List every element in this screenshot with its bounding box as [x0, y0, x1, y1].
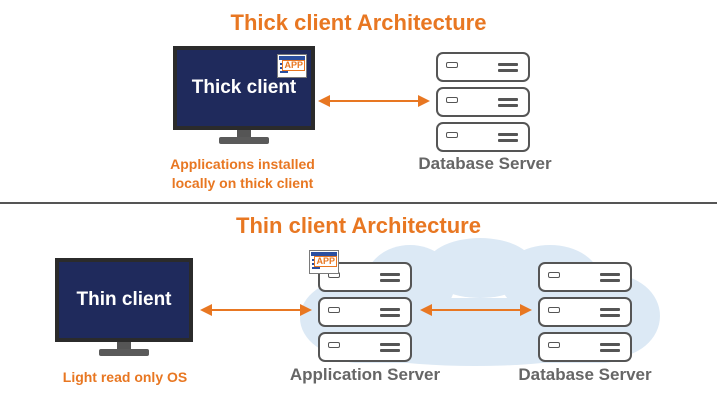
server-rack-unit: [538, 332, 632, 362]
thick-caption-line2: locally on thick client: [171, 175, 314, 191]
thin-section-title: Thin client Architecture: [236, 213, 481, 238]
thick-client-caption: Applications installed locally on thick …: [150, 155, 335, 193]
double-arrow-icon: [420, 304, 532, 316]
server-rack-unit: [538, 262, 632, 292]
app-badge: APP: [314, 256, 337, 267]
app-window-icon: APP: [277, 54, 307, 78]
thin-client-label: Thin client: [76, 289, 172, 310]
thick-database-server-label: Database Server: [418, 154, 552, 173]
monitor-stand: [237, 130, 251, 138]
double-arrow-icon: [200, 304, 312, 316]
server-rack-unit: [318, 297, 412, 327]
thick-client-label: Thick client: [191, 77, 297, 98]
server-rack-unit: [318, 332, 412, 362]
thick-client-monitor-icon: Thick client APP: [173, 46, 315, 171]
thin-client-monitor-icon: Thin client: [55, 258, 193, 366]
server-rack-unit: [436, 122, 530, 152]
thin-database-server-label: Database Server: [518, 365, 652, 384]
thin-client-screen: Thin client: [55, 258, 193, 342]
server-rack-unit: [436, 87, 530, 117]
thin-client-caption: Light read only OS: [62, 369, 188, 385]
server-rack-unit: [436, 52, 530, 82]
app-window-icon: APP: [309, 250, 339, 274]
server-rack-unit: [538, 297, 632, 327]
monitor-base: [99, 349, 149, 356]
double-arrow-icon: [318, 95, 430, 107]
monitor-base: [219, 137, 269, 144]
application-server-label: Application Server: [289, 365, 441, 384]
thick-section-title: Thick client Architecture: [230, 10, 487, 35]
thick-database-server-icon: [436, 52, 530, 152]
monitor-stand: [117, 342, 131, 350]
thick-caption-line1: Applications installed: [170, 156, 315, 172]
thin-database-server-icon: [538, 262, 632, 362]
application-server-icon: [318, 262, 412, 362]
app-badge: APP: [282, 60, 305, 71]
section-divider: [0, 202, 717, 204]
